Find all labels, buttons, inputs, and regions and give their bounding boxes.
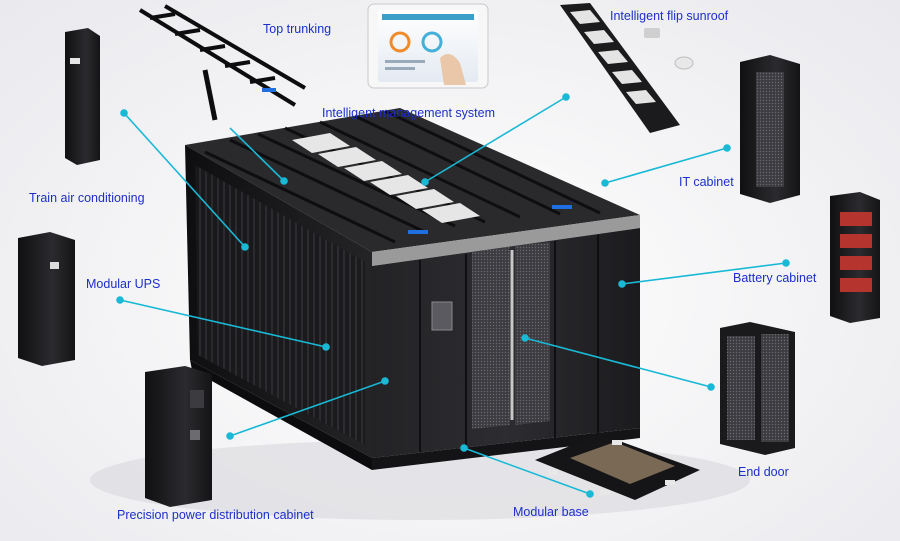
front-door-right <box>515 242 550 425</box>
sunroof-panels <box>292 133 480 223</box>
top-indicator-1 <box>408 230 428 234</box>
label-battery-cabinet: Battery cabinet <box>733 271 817 285</box>
module-base-front <box>372 428 640 470</box>
label-modular-base: Modular base <box>513 505 589 519</box>
battery-rack-icon <box>830 192 880 323</box>
module-base-side <box>190 360 372 470</box>
end-door-icon <box>720 322 795 455</box>
label-modular-ups: Modular UPS <box>86 277 161 291</box>
modular-base-tray-icon <box>535 434 700 500</box>
label-top-trunking: Top trunking <box>263 22 332 36</box>
top-indicator-2 <box>552 205 572 209</box>
air-conditioner-unit-icon <box>65 28 100 165</box>
label-intelligent-management-system: Intelligent management system <box>322 106 496 120</box>
label-precision-power-distribution-cabinet: Precision power distribution cabinet <box>117 508 314 522</box>
control-panel <box>431 301 453 331</box>
side-vents <box>195 165 365 445</box>
module-trim <box>372 215 640 266</box>
front-door-left <box>472 247 510 429</box>
front-seams <box>419 235 599 452</box>
callout-lines <box>116 93 790 498</box>
it-rack-icon <box>740 55 800 203</box>
containment-module <box>185 108 640 470</box>
tablet-dashboard-icon <box>367 3 489 89</box>
label-end-door: End door <box>738 465 789 479</box>
ups-unit-icon <box>18 232 75 366</box>
label-it-cabinet: IT cabinet <box>679 175 734 189</box>
label-train-air-conditioning: Train air conditioning <box>29 191 145 205</box>
power-distribution-cabinet-icon <box>145 366 212 507</box>
flip-sunroof-icon <box>560 3 694 133</box>
label-intelligent-flip-sunroof: Intelligent flip sunroof <box>610 9 729 23</box>
trunking-rail-icon <box>138 4 307 121</box>
